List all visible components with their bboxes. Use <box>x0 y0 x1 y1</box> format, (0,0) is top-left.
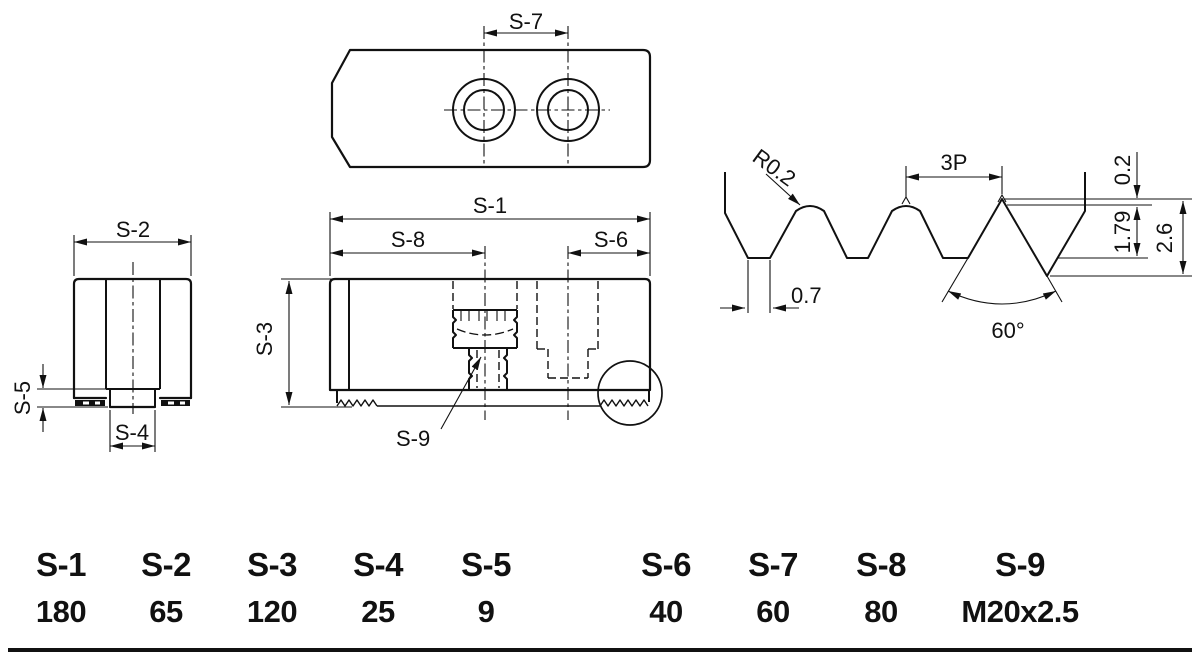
table-header-s5: S-5 <box>461 546 511 583</box>
table-value-s3: 120 <box>246 594 298 629</box>
table-column-s9: S-9 M20x2.5 <box>961 546 1079 629</box>
serration-detail-circle <box>597 360 663 426</box>
crest-tip-mark-right <box>997 193 1007 203</box>
table-column-s8: S-8 80 <box>856 548 906 627</box>
dim-label-s4: S-4 <box>115 420 149 445</box>
table-column-s4: S-4 25 <box>353 548 403 627</box>
dimension-table: S-1 180 S-2 65 S-3 120 S-4 25 S-5 9 S-6 … <box>0 548 1200 658</box>
front-view-outline <box>328 277 652 392</box>
table-column-s1: S-1 180 <box>35 546 87 629</box>
table-header-s3: S-3 <box>247 546 297 583</box>
table-column-s5: S-5 9 <box>461 548 511 627</box>
dim-label-s3: S-3 <box>252 322 277 356</box>
table-header-s9: S-9 <box>995 546 1045 583</box>
right-serration-gap-2 <box>180 401 185 405</box>
dim-label-s9: S-9 <box>396 426 430 451</box>
thread-profile-outline <box>724 172 1086 277</box>
table-value-s6: 40 <box>649 594 683 629</box>
dim-label-s6: S-6 <box>594 227 628 252</box>
table-column-s3: S-3 120 <box>246 546 298 629</box>
counterbore-right-side <box>513 310 518 348</box>
table-header-s2: S-2 <box>141 546 191 583</box>
table-column-s6: S-6 40 <box>641 548 691 627</box>
table-value-s9: M20x2.5 <box>961 594 1079 629</box>
bottom-serration-right <box>599 399 649 407</box>
table-value-s2: 65 <box>149 594 183 629</box>
dim-label-3p: 3P <box>941 150 968 175</box>
table-value-s8: 80 <box>864 594 898 629</box>
thread-hole-right-side <box>503 348 508 390</box>
angle-arc-60 <box>947 290 1057 305</box>
crest-tip-mark-left <box>901 195 911 205</box>
counterbore-left-side <box>452 310 457 348</box>
counterbore-thread-ticks <box>460 311 506 321</box>
front-view: S-1 S-8 S-6 S-3 S-9 <box>252 193 663 451</box>
s9-leader-line <box>440 356 482 430</box>
dim-label-60deg: 60° <box>991 318 1024 343</box>
right-serration-gap-1 <box>168 401 174 405</box>
dim-label-0-7: 0.7 <box>791 283 822 308</box>
dim-label-s8: S-8 <box>391 227 425 252</box>
dim-label-0-2: 0.2 <box>1110 155 1135 186</box>
table-header-s8: S-8 <box>856 546 906 583</box>
table-column-s2: S-2 65 <box>141 548 191 627</box>
top-view: S-7 <box>330 9 652 169</box>
dim-label-s1: S-1 <box>473 193 507 218</box>
dim-label-2-6: 2.6 <box>1152 223 1177 254</box>
left-serration-gap-1 <box>83 401 89 405</box>
thread-profile-detail: 60° 0.7 3P R0.2 0.2 1.79 2.6 <box>720 144 1192 343</box>
flank-extension-left <box>941 257 969 303</box>
table-value-s5: 9 <box>477 594 495 629</box>
table-header-s6: S-6 <box>641 546 691 583</box>
top-view-outline <box>330 48 652 169</box>
table-header-s4: S-4 <box>353 546 403 583</box>
dim-label-s5: S-5 <box>10 381 35 415</box>
thread-hole-left-side <box>468 348 473 390</box>
bottom-serration-left <box>336 399 378 407</box>
table-header-s7: S-7 <box>748 546 798 583</box>
radius-leader-line <box>765 173 801 206</box>
right-serration-strip <box>161 400 190 406</box>
table-value-s1: 180 <box>35 594 87 629</box>
table-header-s1: S-1 <box>36 546 86 583</box>
left-serration-gap-2 <box>95 401 100 405</box>
table-value-s7: 60 <box>756 594 790 629</box>
dim-label-s2: S-2 <box>116 217 150 242</box>
flank-extension-right <box>1046 275 1063 303</box>
dim-label-1-79: 1.79 <box>1110 211 1135 254</box>
end-view: S-2 S-5 S-4 <box>10 217 193 452</box>
table-column-s7: S-7 60 <box>748 548 798 627</box>
table-bottom-rule <box>8 648 1192 652</box>
table-value-s4: 25 <box>361 594 395 629</box>
left-serration-strip <box>75 400 105 406</box>
dim-label-r0-2: R0.2 <box>748 144 800 192</box>
dim-label-s7: S-7 <box>509 9 543 34</box>
